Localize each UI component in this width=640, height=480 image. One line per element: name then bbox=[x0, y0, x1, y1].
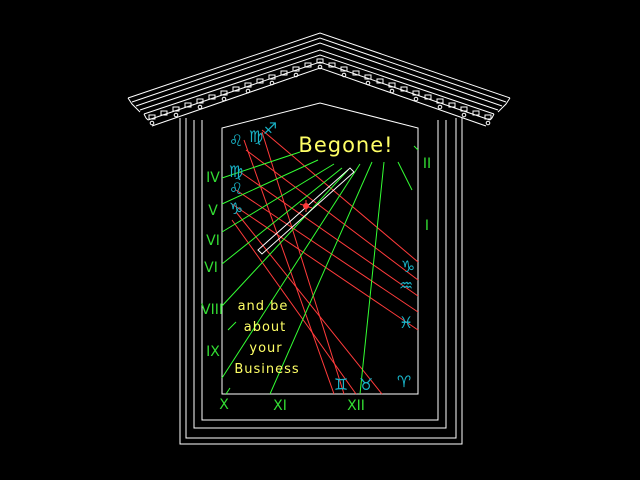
hour-label-i: I bbox=[425, 218, 429, 234]
zodiac-sagittarius-icon: ♐ bbox=[263, 119, 277, 138]
hour-label-iv: IV bbox=[206, 170, 220, 186]
zodiac-leo-icon: ♌ bbox=[229, 131, 243, 150]
motto-headline: Begone! bbox=[298, 133, 393, 157]
dentil-row bbox=[148, 58, 492, 126]
outer-frame bbox=[179, 118, 463, 445]
motto-line-2: about bbox=[244, 320, 287, 335]
gnomon bbox=[257, 167, 355, 255]
zodiac-gemini-icon: ♊ bbox=[334, 375, 348, 394]
zodiac-virgo-left-icon: ♍ bbox=[229, 162, 243, 181]
motto-line-4: Business bbox=[234, 362, 299, 377]
hour-label-ix: IX bbox=[206, 344, 220, 360]
date-lines bbox=[231, 129, 419, 395]
hour-label-x: X bbox=[219, 397, 229, 413]
hour-numerals: II I IV V VI VI VIII IX X XI XII bbox=[201, 156, 431, 414]
zodiac-signs: ♌ ♍ ♐ ♍ ♌ ♑ ♑ ♒ ♓ ♈ ♊ ♉ bbox=[229, 119, 415, 394]
hour-label-vi-upper: VI bbox=[206, 233, 220, 249]
hour-label-ii: II bbox=[423, 156, 431, 172]
motto-line-1: and be bbox=[238, 299, 289, 314]
zodiac-capricorn-left-icon: ♑ bbox=[229, 199, 243, 218]
hour-label-vi-lower: VI bbox=[204, 260, 218, 276]
dial-face bbox=[221, 102, 419, 395]
zodiac-taurus-icon: ♉ bbox=[359, 375, 373, 394]
hour-label-xi: XI bbox=[273, 398, 287, 414]
zodiac-capricorn-right-icon: ♑ bbox=[401, 257, 415, 276]
hour-label-v: V bbox=[208, 203, 218, 219]
motto: Begone! and be about your Business bbox=[234, 133, 393, 377]
zodiac-aquarius-icon: ♒ bbox=[399, 276, 413, 295]
motto-line-3: your bbox=[249, 341, 282, 356]
hour-lines bbox=[221, 145, 419, 395]
hour-label-viii: VIII bbox=[201, 302, 223, 318]
gnomon-base bbox=[257, 167, 355, 255]
zodiac-aries-icon: ♈ bbox=[397, 372, 411, 391]
hour-label-xii: XII bbox=[347, 398, 365, 414]
zodiac-virgo-icon: ♍ bbox=[249, 127, 263, 146]
zodiac-leo-left-icon: ♌ bbox=[229, 179, 243, 198]
cornice bbox=[127, 32, 511, 127]
zodiac-pisces-icon: ♓ bbox=[399, 313, 413, 332]
